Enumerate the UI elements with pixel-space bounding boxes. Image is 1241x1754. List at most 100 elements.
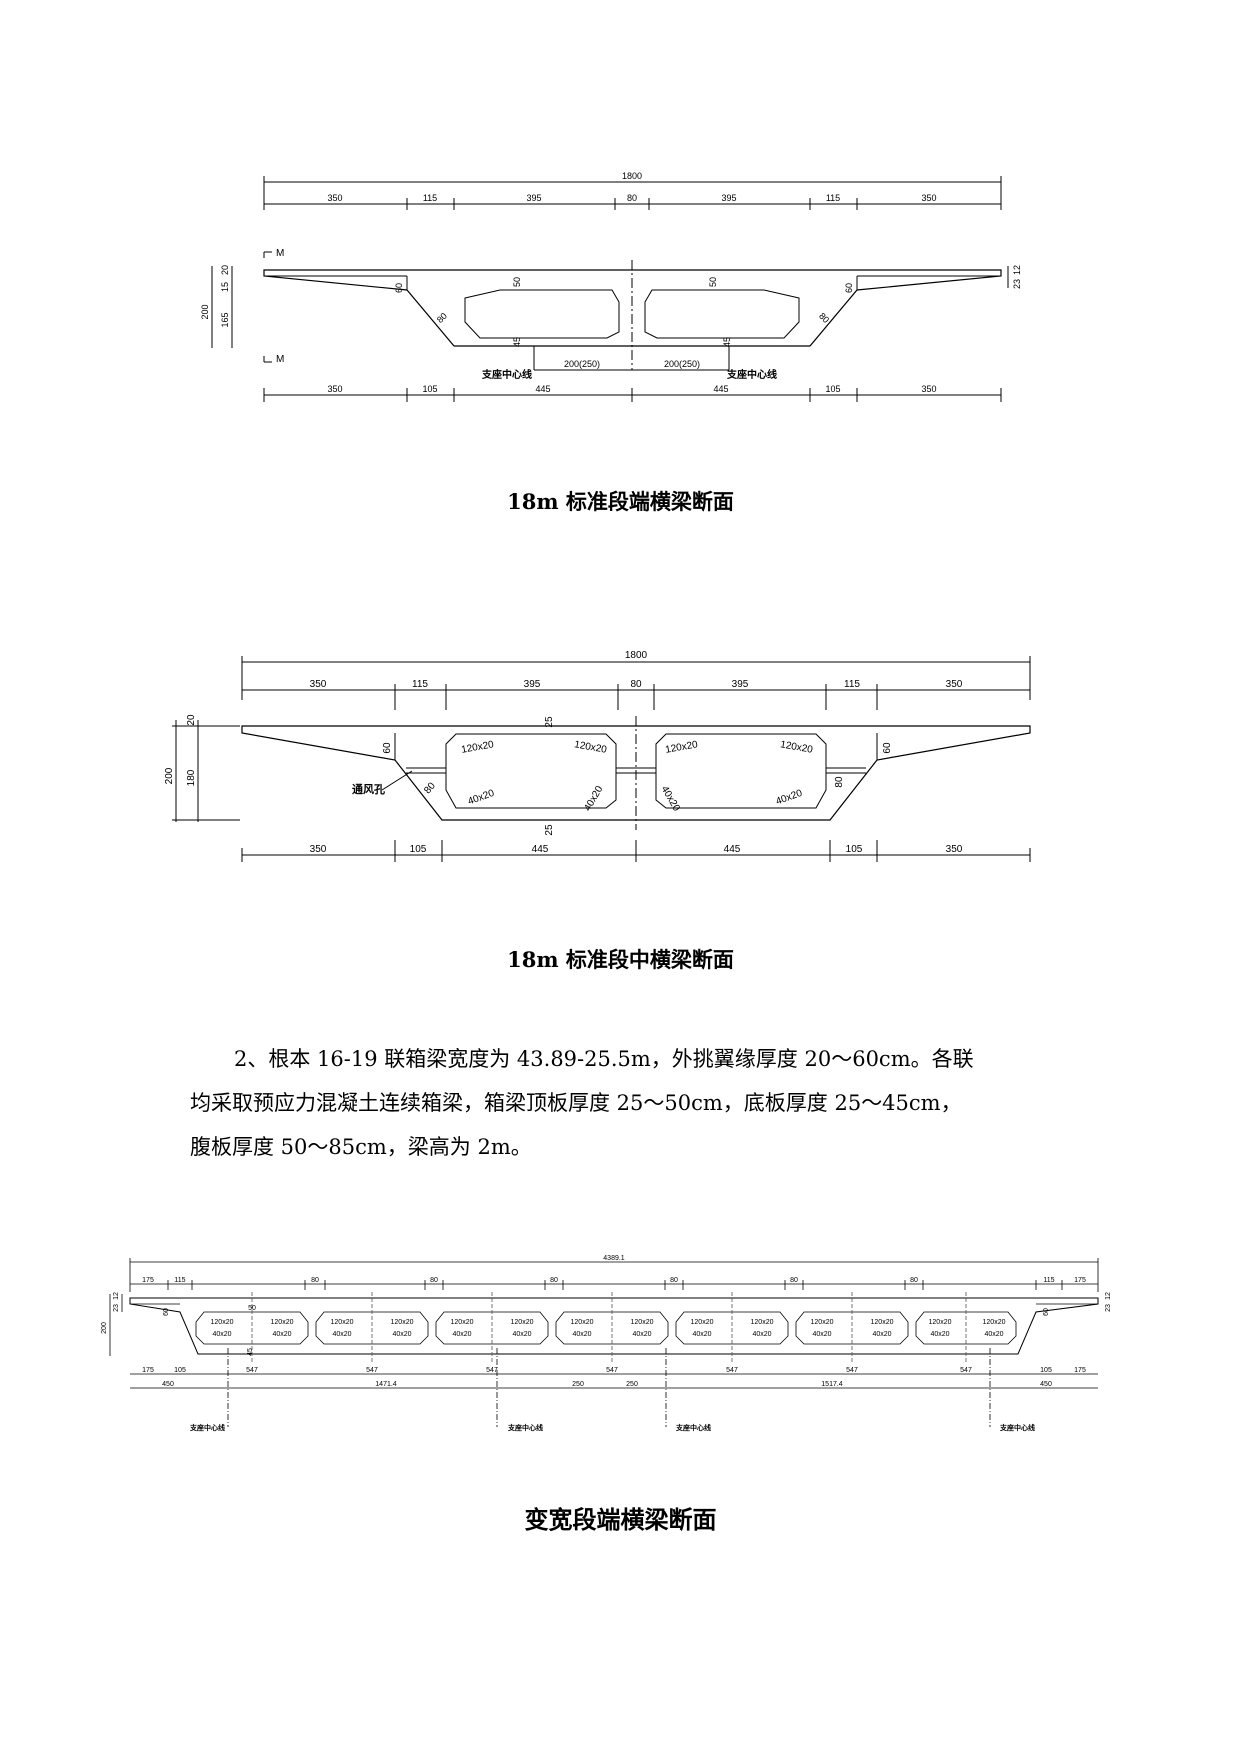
inner-dim: 60 <box>163 1308 170 1316</box>
haunch-label: 40x20 <box>752 1331 771 1338</box>
haunch-label: 40x20 <box>212 1331 231 1338</box>
top-dim: 80 <box>670 1277 678 1284</box>
haunch-label: 40x20 <box>452 1331 471 1338</box>
caption-end-beam: 18m 标准段端横梁断面 <box>507 489 734 514</box>
support-dim: 200(250) <box>664 359 700 369</box>
height-dim: 23 <box>113 1304 120 1312</box>
inner-dim: 45 <box>722 337 732 347</box>
top-dim: 80 <box>550 1277 558 1284</box>
top-dim: 350 <box>310 679 327 690</box>
inner-dim: 60 <box>382 742 393 754</box>
bottom-dim: 547 <box>606 1367 618 1374</box>
bottom-dim: 175 <box>1074 1367 1086 1374</box>
support-label: 支座中心线 <box>189 1423 225 1432</box>
caption-variable-width: 变宽段端横梁断面 <box>524 1505 717 1534</box>
caption-mid-beam: 18m 标准段中横梁断面 <box>507 947 734 972</box>
bottom-dim: 450 <box>1040 1381 1052 1388</box>
top-dim: 175 <box>142 1277 154 1284</box>
support-label: 支座中心线 <box>726 368 777 381</box>
height-dim: 20 <box>186 714 197 726</box>
total-width: 4389.1 <box>603 1255 625 1262</box>
height-dim: 20 <box>220 265 230 275</box>
bottom-dim: 350 <box>327 384 342 394</box>
inner-dim: 80 <box>834 776 845 788</box>
haunch-label: 120x20 <box>929 1319 952 1326</box>
height-dim: 12 <box>113 1292 120 1300</box>
height-dim: 12 <box>1105 1292 1112 1300</box>
total-width: 1800 <box>622 171 642 181</box>
support-dim: 200(250) <box>564 359 600 369</box>
bottom-dim: 350 <box>946 844 963 855</box>
haunch-label: 120x20 <box>331 1319 354 1326</box>
haunch-label: 120x20 <box>871 1319 894 1326</box>
inner-dim: 60 <box>882 742 893 754</box>
top-dim: 80 <box>790 1277 798 1284</box>
haunch-label: 120x20 <box>691 1319 714 1326</box>
section-mark: M <box>276 248 284 259</box>
support-label: 支座中心线 <box>999 1423 1035 1432</box>
bottom-dim: 547 <box>246 1367 258 1374</box>
end-beam-drawing: 1800 350 115 395 80 395 115 350 M M 20 1… <box>0 170 1241 410</box>
bottom-dim: 547 <box>726 1367 738 1374</box>
top-dim: 80 <box>627 193 637 203</box>
bottom-dim: 1517.4 <box>821 1381 843 1388</box>
inner-dim: 25 <box>544 716 555 728</box>
top-dim: 80 <box>311 1277 319 1284</box>
haunch-label: 120x20 <box>211 1319 234 1326</box>
inner-dim: 50 <box>248 1305 256 1312</box>
height-dim: 15 <box>220 282 230 292</box>
haunch-label: 40x20 <box>774 788 804 808</box>
top-dim: 115 <box>423 193 437 203</box>
bottom-dim: 445 <box>535 384 550 394</box>
bottom-dim: 105 <box>825 384 840 394</box>
bottom-dim: 105 <box>422 384 437 394</box>
bottom-dim: 547 <box>846 1367 858 1374</box>
top-dim: 350 <box>921 193 936 203</box>
bottom-dim: 105 <box>410 844 427 855</box>
paragraph-line: 腹板厚度 50～85cm，梁高为 2m。 <box>190 1135 532 1159</box>
top-dim: 80 <box>630 679 642 690</box>
bottom-dim: 250 <box>572 1381 584 1388</box>
top-dim: 350 <box>327 193 342 203</box>
haunch-label: 40x20 <box>659 784 682 813</box>
haunch-label: 40x20 <box>332 1331 351 1338</box>
haunch-label: 120x20 <box>511 1319 534 1326</box>
haunch-label: 40x20 <box>812 1331 831 1338</box>
mid-beam-drawing: 1800 350 115 395 80 395 115 350 通风孔 20 2… <box>0 640 1241 880</box>
haunch-label: 120x20 <box>983 1319 1006 1326</box>
inner-dim: 60 <box>844 283 854 293</box>
haunch-label: 40x20 <box>872 1331 891 1338</box>
inner-dim: 25 <box>544 824 555 836</box>
haunch-label: 40x20 <box>930 1331 949 1338</box>
haunch-label: 120x20 <box>779 739 814 756</box>
support-label: 支座中心线 <box>481 368 532 381</box>
bottom-dim: 547 <box>486 1367 498 1374</box>
body-paragraph: 2、根本 16-19 联箱梁宽度为 43.89-25.5m，外挑翼缘厚度 20～… <box>190 1037 1070 1169</box>
inner-dim: 80 <box>422 780 438 796</box>
top-dim: 115 <box>412 679 428 690</box>
height-dim: 165 <box>220 312 230 327</box>
height-dim: 180 <box>186 769 197 786</box>
height-dim: 200 <box>101 1322 108 1334</box>
haunch-label: 120x20 <box>571 1319 594 1326</box>
bottom-dim: 105 <box>846 844 863 855</box>
bottom-dim: 450 <box>162 1381 174 1388</box>
top-dim: 115 <box>1043 1277 1054 1284</box>
inner-dim: 45 <box>512 337 522 347</box>
bottom-dim: 105 <box>1040 1367 1052 1374</box>
bottom-dim: 547 <box>960 1367 972 1374</box>
haunch-label: 120x20 <box>271 1319 294 1326</box>
top-dim: 175 <box>1074 1277 1086 1284</box>
bottom-dim: 175 <box>142 1367 154 1374</box>
haunch-label: 120x20 <box>811 1319 834 1326</box>
total-width: 1800 <box>625 650 648 661</box>
haunch-label: 120x20 <box>751 1319 774 1326</box>
height-dim: 23 <box>1105 1304 1112 1312</box>
bottom-dim: 1471.4 <box>375 1381 397 1388</box>
bottom-dim: 350 <box>921 384 936 394</box>
bottom-dim: 445 <box>532 844 549 855</box>
support-label: 支座中心线 <box>507 1423 543 1432</box>
top-dim: 395 <box>524 679 541 690</box>
inner-dim: 60 <box>394 283 404 293</box>
paragraph-line: 2、根本 16-19 联箱梁宽度为 43.89-25.5m，外挑翼缘厚度 20～… <box>234 1047 974 1071</box>
